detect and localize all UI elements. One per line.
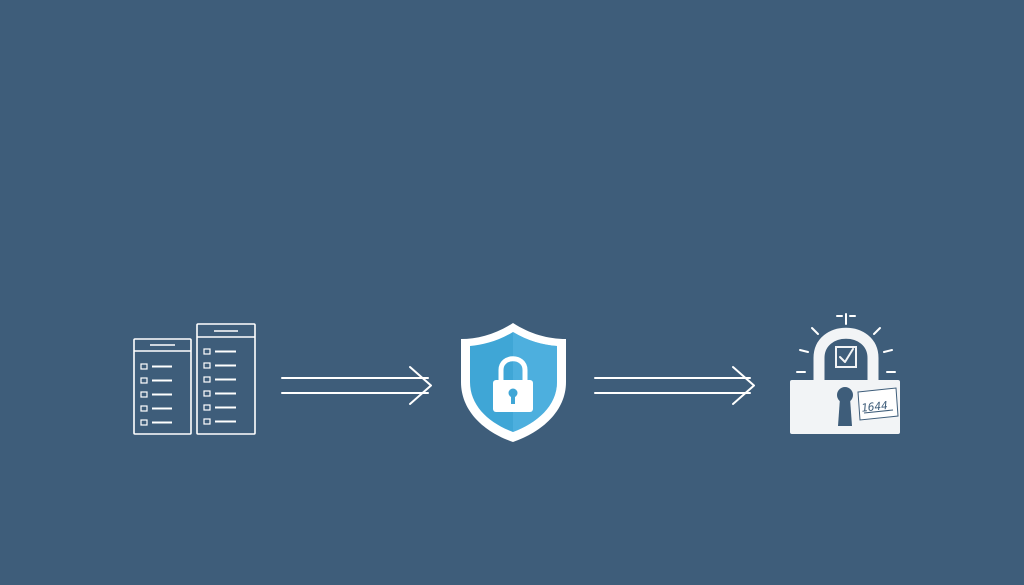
padlock-small-icon <box>493 356 533 412</box>
highlight-rays-icon <box>796 313 896 373</box>
records-panel-right-rows <box>203 348 236 425</box>
records-panel-left <box>133 338 192 435</box>
records-panel-left-rows <box>140 363 172 426</box>
checkmark-icon <box>835 346 857 368</box>
double-arrow-right-icon <box>594 366 755 405</box>
shield-lock-icon <box>461 323 566 442</box>
records-panel-right <box>196 323 256 435</box>
double-arrow-right-icon <box>281 366 432 405</box>
keyhole-icon <box>837 387 853 426</box>
padlock-tag: 1644 <box>857 387 899 421</box>
data-records-icon <box>133 323 256 435</box>
secured-padlock-icon: 1644 <box>790 313 900 434</box>
